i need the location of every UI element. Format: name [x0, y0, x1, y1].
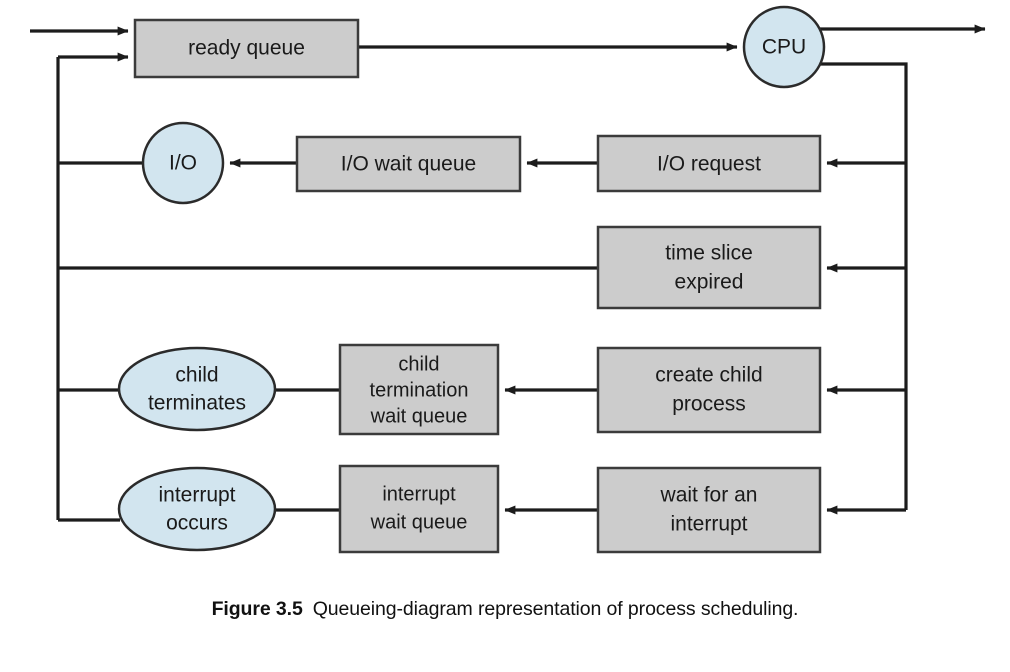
node-time-slice-expired-label-line1: time slice [665, 242, 753, 265]
node-ready-queue-label: ready queue [188, 37, 305, 60]
node-io[interactable]: I/O [141, 121, 225, 205]
node-cpu[interactable]: CPU [742, 5, 826, 89]
node-io-wait-queue[interactable]: I/O wait queue [295, 135, 522, 193]
node-child-termination-wait-queue-label-line3: wait queue [370, 405, 468, 427]
node-time-slice-expired-label-line2: expired [675, 271, 744, 294]
node-child-termination-wait-queue-label-line1: child [398, 353, 439, 375]
node-child-termination-wait-queue[interactable]: child termination wait queue [338, 343, 500, 436]
node-io-wait-queue-label: I/O wait queue [341, 153, 476, 176]
node-wait-for-an-interrupt-label-line2: interrupt [670, 513, 747, 536]
node-wait-for-an-interrupt-label-line1: wait for an [660, 484, 758, 507]
node-child-terminates-label-line2: terminates [148, 392, 246, 415]
figure-caption: Figure 3.5 Queueing-diagram representatio… [0, 598, 1010, 621]
node-interrupt-wait-queue-label-line1: interrupt [382, 483, 456, 505]
node-io-request[interactable]: I/O request [596, 134, 822, 193]
node-interrupt-wait-queue[interactable]: interrupt wait queue [338, 464, 500, 554]
node-ready-queue[interactable]: ready queue [133, 18, 360, 79]
node-child-terminates-label-line1: child [175, 364, 218, 387]
node-cpu-label: CPU [762, 36, 806, 59]
edge-cpu-right-rail [818, 62, 908, 510]
node-create-child-process[interactable]: create child process [596, 346, 822, 434]
node-interrupt-wait-queue-label-line2: wait queue [370, 511, 468, 533]
node-interrupt-occurs-label-line2: occurs [166, 512, 228, 535]
node-create-child-process-label-line1: create child [655, 364, 762, 387]
node-child-terminates[interactable]: child terminates [117, 346, 277, 432]
node-create-child-process-label-line2: process [672, 393, 746, 416]
node-interrupt-occurs[interactable]: interrupt occurs [117, 466, 277, 552]
node-io-label: I/O [169, 152, 197, 175]
node-io-request-label: I/O request [657, 153, 761, 176]
figure-caption-text: Queueing-diagram representation of proce… [312, 598, 799, 620]
node-interrupt-occurs-label-line1: interrupt [158, 484, 235, 507]
node-wait-for-an-interrupt[interactable]: wait for an interrupt [596, 466, 822, 554]
node-child-termination-wait-queue-label-line2: termination [370, 379, 469, 401]
node-time-slice-expired[interactable]: time slice expired [596, 225, 822, 310]
figure-number-label: Figure 3.5 [211, 598, 303, 620]
